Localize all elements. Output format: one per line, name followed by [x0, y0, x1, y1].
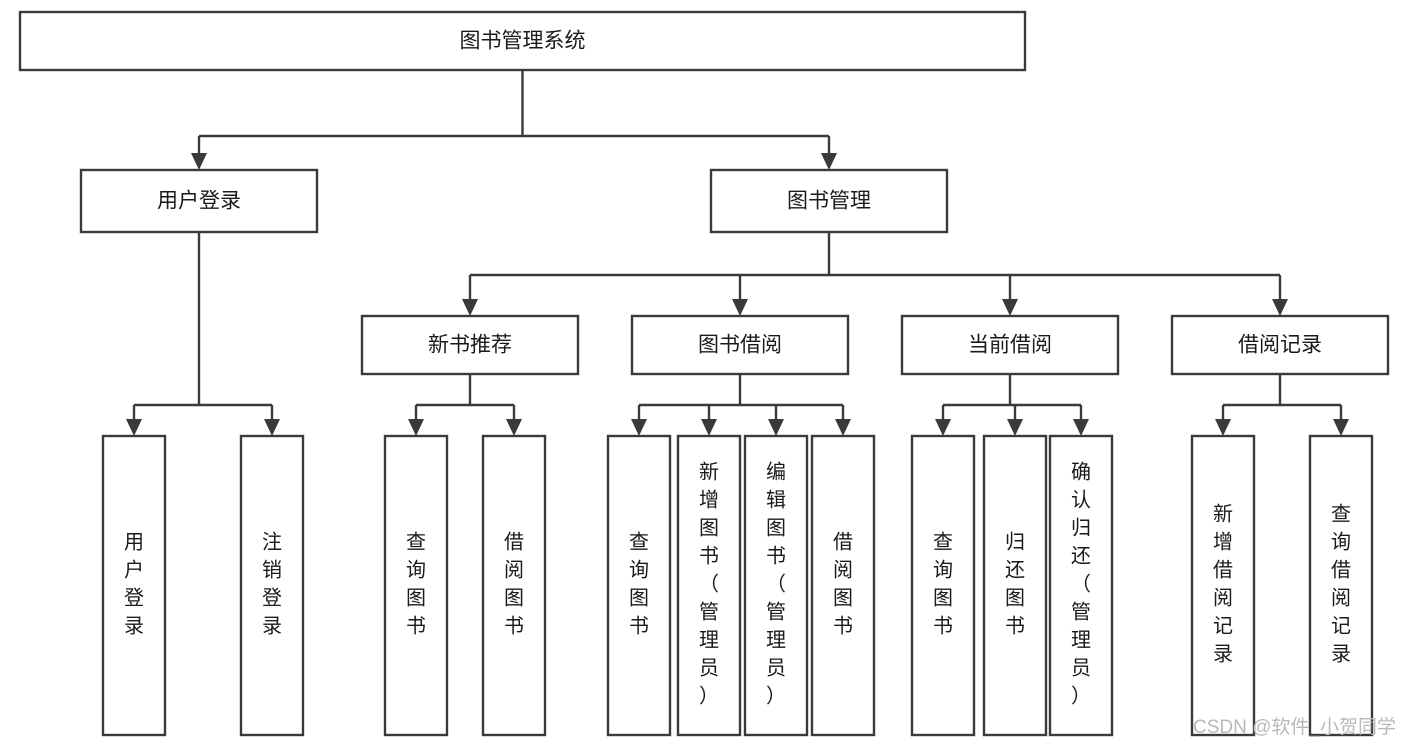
node-box-leaf-confirm-return — [1048, 434, 1114, 737]
node-leaf-query-record[interactable]: 查询借阅记录 — [1308, 434, 1374, 737]
node-layer: 图书管理系统用户登录图书管理新书推荐图书借阅当前借阅借阅记录用户登录注销登录查询… — [18, 10, 1390, 737]
node-box-leaf-query-book-2 — [606, 434, 672, 737]
node-label-leaf-query-book-2: 查询图书 — [629, 531, 649, 638]
node-label-leaf-logout: 注销登录 — [262, 531, 282, 638]
node-leaf-add-book[interactable]: 新增图书（管理员） — [676, 434, 742, 737]
connector-group-book-borrow — [631, 374, 851, 436]
connector-group-current-borrow — [935, 374, 1089, 436]
node-leaf-user-login[interactable]: 用户登录 — [101, 434, 167, 737]
node-box-leaf-user-login — [101, 434, 167, 737]
node-leaf-logout[interactable]: 注销登录 — [239, 434, 305, 737]
node-label-book-borrow: 图书借阅 — [698, 334, 782, 357]
node-label-root: 图书管理系统 — [460, 30, 586, 53]
arrow-head-icon — [126, 419, 142, 436]
node-box-root — [18, 10, 1027, 72]
arrow-head-icon — [506, 419, 522, 436]
node-box-leaf-edit-book — [743, 434, 809, 737]
node-box-leaf-add-record — [1190, 434, 1256, 737]
node-box-new-book-recommend — [360, 314, 580, 376]
connector-group-book-management — [462, 232, 1288, 316]
connector-group-new-book-recommend — [408, 374, 522, 436]
node-label-leaf-borrow-book-2: 借阅图书 — [833, 531, 853, 638]
node-book-borrow[interactable]: 图书借阅 — [630, 314, 850, 376]
node-label-borrow-record: 借阅记录 — [1238, 334, 1322, 357]
node-leaf-borrow-book-2[interactable]: 借阅图书 — [810, 434, 876, 737]
node-box-leaf-query-book-1 — [383, 434, 449, 737]
node-box-borrow-record — [1170, 314, 1390, 376]
node-label-leaf-query-book-3: 查询图书 — [933, 531, 953, 638]
connector-group-root — [191, 70, 837, 170]
arrow-head-icon — [1073, 419, 1089, 436]
node-leaf-edit-book[interactable]: 编辑图书（管理员） — [743, 434, 809, 737]
node-leaf-query-book-2[interactable]: 查询图书 — [606, 434, 672, 737]
arrow-head-icon — [191, 153, 207, 170]
arrow-head-icon — [1272, 299, 1288, 316]
node-box-user-login — [79, 168, 319, 234]
arrow-head-icon — [1002, 299, 1018, 316]
node-root[interactable]: 图书管理系统 — [18, 10, 1027, 72]
node-new-book-recommend[interactable]: 新书推荐 — [360, 314, 580, 376]
arrow-head-icon — [732, 299, 748, 316]
node-leaf-query-book-3[interactable]: 查询图书 — [910, 434, 976, 737]
node-box-book-borrow — [630, 314, 850, 376]
node-book-management[interactable]: 图书管理 — [709, 168, 949, 234]
node-box-book-management — [709, 168, 949, 234]
node-box-leaf-borrow-book-2 — [810, 434, 876, 737]
arrow-head-icon — [408, 419, 424, 436]
arrow-head-icon — [462, 299, 478, 316]
node-leaf-query-book-1[interactable]: 查询图书 — [383, 434, 449, 737]
node-user-login[interactable]: 用户登录 — [79, 168, 319, 234]
node-label-new-book-recommend: 新书推荐 — [428, 334, 512, 357]
node-label-leaf-user-login: 用户登录 — [124, 532, 144, 638]
node-label-leaf-borrow-book-1: 借阅图书 — [504, 531, 524, 638]
node-label-user-login: 用户登录 — [157, 190, 241, 213]
csdn-watermark: CSDN @软件_小贺同学 — [1193, 716, 1396, 738]
node-label-leaf-query-book-1: 查询图书 — [406, 531, 426, 638]
node-box-current-borrow — [900, 314, 1120, 376]
connector-layer — [126, 70, 1349, 436]
arrow-head-icon — [935, 419, 951, 436]
node-box-leaf-query-record — [1308, 434, 1374, 737]
node-label-current-borrow: 当前借阅 — [968, 334, 1052, 357]
arrow-head-icon — [1007, 419, 1023, 436]
connector-group-user-login — [126, 232, 280, 436]
node-leaf-add-record[interactable]: 新增借阅记录 — [1190, 434, 1256, 737]
node-label-leaf-return-book: 归还图书 — [1005, 531, 1025, 638]
arrow-head-icon — [631, 419, 647, 436]
node-label-leaf-query-record: 查询借阅记录 — [1331, 503, 1351, 666]
node-leaf-borrow-book-1[interactable]: 借阅图书 — [481, 434, 547, 737]
node-label-leaf-add-book: 新增图书（管理员） — [699, 461, 719, 708]
arrow-head-icon — [768, 419, 784, 436]
node-box-leaf-logout — [239, 434, 305, 737]
connector-group-borrow-record — [1215, 374, 1349, 436]
node-leaf-return-book[interactable]: 归还图书 — [982, 434, 1048, 737]
node-label-leaf-add-record: 新增借阅记录 — [1213, 503, 1233, 666]
node-box-leaf-add-book — [676, 434, 742, 737]
arrow-head-icon — [1215, 419, 1231, 436]
arrow-head-icon — [821, 153, 837, 170]
node-box-leaf-borrow-book-1 — [481, 434, 547, 737]
node-box-leaf-query-book-3 — [910, 434, 976, 737]
node-leaf-confirm-return[interactable]: 确认归还（管理员） — [1048, 434, 1114, 737]
node-label-leaf-edit-book: 编辑图书（管理员） — [766, 461, 786, 708]
node-label-leaf-confirm-return: 确认归还（管理员） — [1071, 461, 1091, 708]
node-label-book-management: 图书管理 — [787, 190, 871, 213]
arrow-head-icon — [701, 419, 717, 436]
node-borrow-record[interactable]: 借阅记录 — [1170, 314, 1390, 376]
node-current-borrow[interactable]: 当前借阅 — [900, 314, 1120, 376]
arrow-head-icon — [1333, 419, 1349, 436]
arrow-head-icon — [835, 419, 851, 436]
node-box-leaf-return-book — [982, 434, 1048, 737]
arrow-head-icon — [264, 419, 280, 436]
